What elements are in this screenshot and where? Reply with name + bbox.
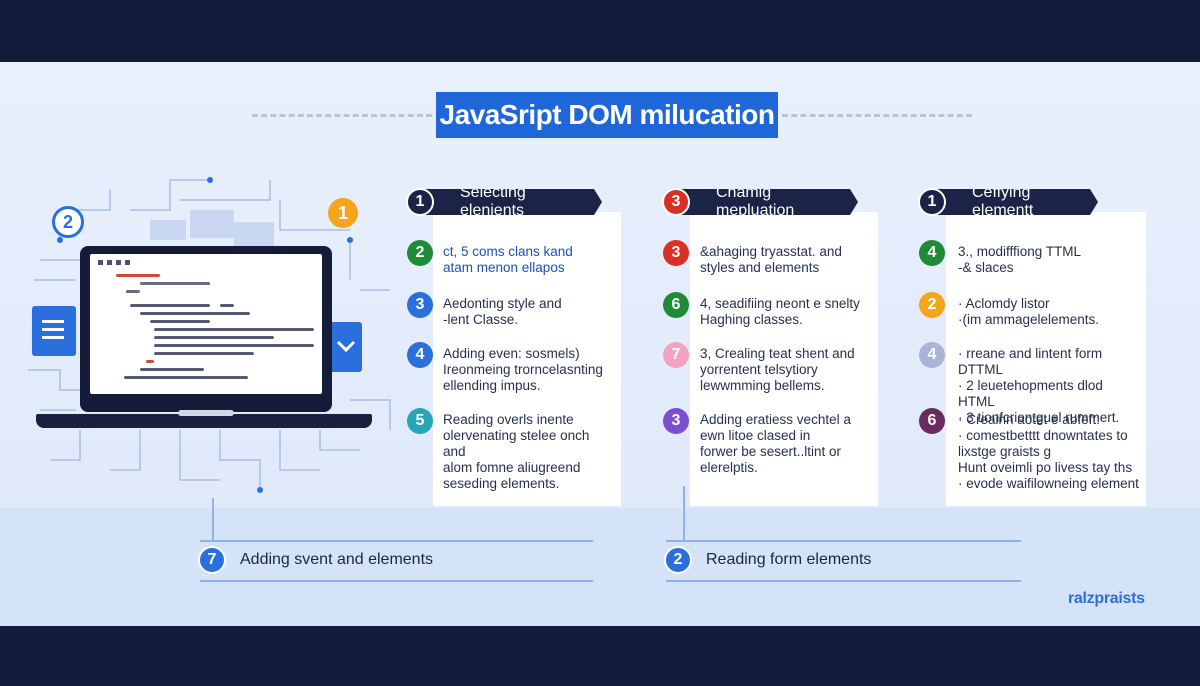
badge-two: 2 — [52, 206, 84, 238]
bottom-item-adding-events: 7 Adding svent and elements — [198, 546, 433, 574]
column-panel — [433, 212, 621, 506]
step-number: 4 — [919, 240, 945, 266]
column-panel — [946, 212, 1146, 506]
lower-band — [0, 508, 1200, 626]
bottom-line-left — [200, 540, 593, 542]
laptop-screen — [80, 246, 332, 412]
step-number: 4 — [919, 342, 945, 368]
step-number: 6 — [663, 292, 689, 318]
document-icon — [32, 306, 76, 356]
column-header: Selecting elenients — [420, 189, 602, 215]
window-dots-icon — [98, 260, 130, 265]
column-header-number: 1 — [918, 188, 946, 216]
top-band — [0, 0, 1200, 62]
bottom-label: Reading form elements — [706, 551, 872, 568]
step-number: 3 — [663, 240, 689, 266]
step-number: 3 — [407, 292, 433, 318]
laptop-base — [36, 414, 372, 428]
step-text: Adding eratiess vechtel a ewn litoe clas… — [700, 412, 851, 475]
step-text: Reading overls inente olervenating stele… — [443, 412, 590, 491]
bottom-num: 2 — [664, 546, 692, 574]
bottom-item-reading-form: 2 Reading form elements — [664, 546, 871, 574]
laptop-notch — [178, 410, 234, 416]
step-number: 3 — [663, 408, 689, 434]
column-panel — [690, 212, 878, 506]
bottom-band — [0, 626, 1200, 686]
title-dash-left — [252, 114, 432, 117]
step-text: 3., modifffiong TTML -& slaces — [958, 244, 1082, 275]
badge-one: 1 — [328, 198, 358, 228]
page-title: JavaSript DOM milucation — [436, 92, 778, 138]
bottom-underline-left — [200, 580, 593, 582]
bottom-line-right — [666, 540, 1021, 542]
title-dash-right — [782, 114, 972, 117]
step-text: · rreane and lintent form DTTML · 2 leue… — [958, 346, 1120, 425]
step-number: 7 — [663, 342, 689, 368]
connector-line-right — [683, 486, 685, 540]
step-text: Adding even: sosmels) Ireonmeing trornce… — [443, 346, 603, 393]
column-header-number: 1 — [406, 188, 434, 216]
column-header-number: 3 — [662, 188, 690, 216]
step-text: &ahaging tryasstat. and styles and eleme… — [700, 244, 842, 275]
step-number: 5 — [407, 408, 433, 434]
bottom-label: Adding svent and elements — [240, 551, 434, 568]
step-number: 2 — [407, 240, 433, 266]
mail-icon — [330, 322, 362, 372]
column-header: Chamig mepluation — [676, 189, 858, 215]
connector-line-left — [212, 498, 214, 540]
step-number: 6 — [919, 408, 945, 434]
circuit-lines — [28, 177, 391, 493]
step-text: 3, Crealing teat shent and yorrentent te… — [700, 346, 855, 393]
step-text: · Creainn aotet e abfeft: · comestbetttt… — [958, 412, 1139, 491]
brand-logo: ralzpraists — [1068, 590, 1145, 607]
bottom-underline-right — [666, 580, 1021, 582]
step-text: 4, seadifiing neont e snelty Haghing cla… — [700, 296, 860, 327]
step-number: 2 — [919, 292, 945, 318]
column-header: Ceffying elementt — [932, 189, 1098, 215]
step-text: · Aclomdy listor ·(im ammagelelements. — [958, 296, 1100, 327]
step-text: Aedonting style and -lent Classe. — [443, 296, 562, 327]
step-number: 4 — [407, 342, 433, 368]
step-text: ct, 5 coms clans kand atam menon ellapos — [443, 244, 573, 275]
bottom-num: 7 — [198, 546, 226, 574]
code-editor — [90, 254, 322, 394]
laptop-illustration: 2 1 — [20, 170, 400, 500]
